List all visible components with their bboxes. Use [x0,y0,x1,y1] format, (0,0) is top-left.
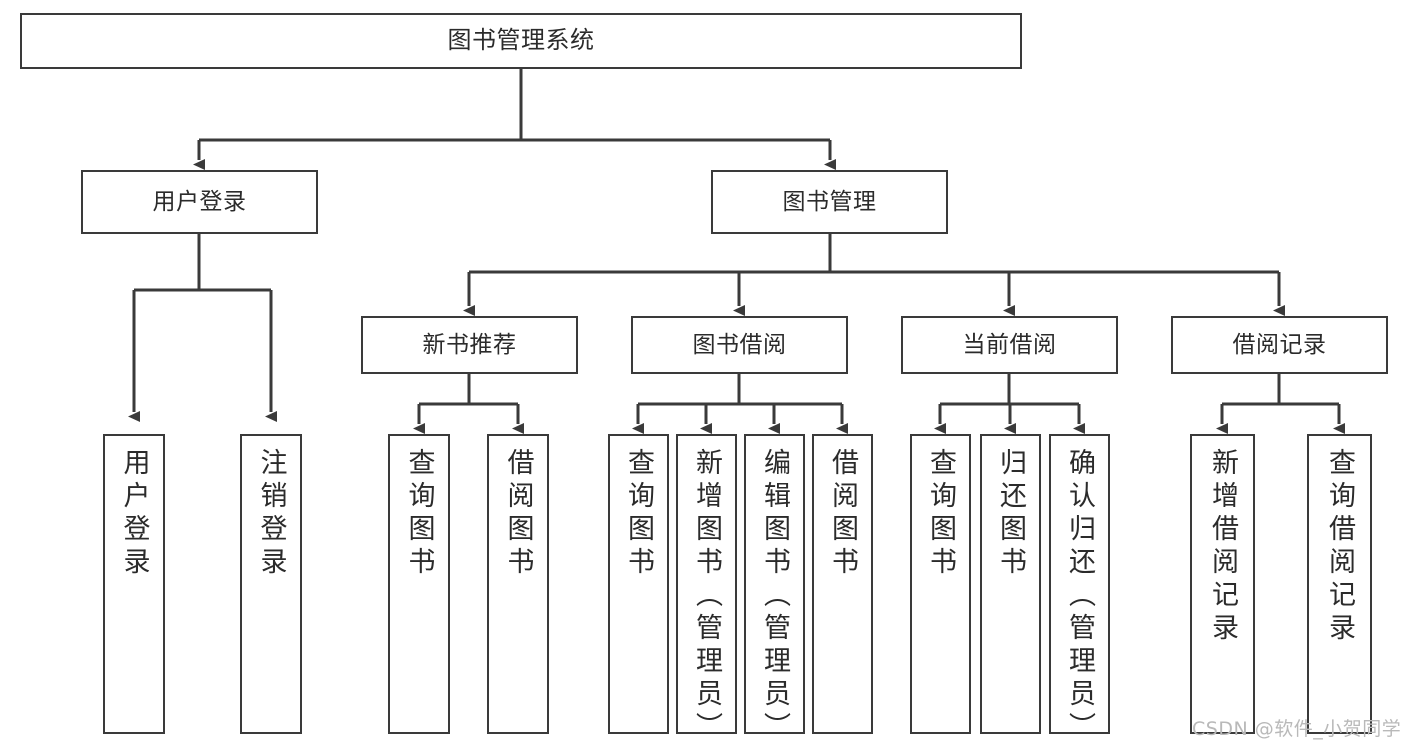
node-label: 查询图书 [403,448,435,580]
node-label: 当前借阅 [962,331,1057,358]
leaf-return-books[interactable]: 归还图书 [980,434,1041,734]
node-label: 查询图书 [623,448,654,580]
leaf-query-books-borrowing[interactable]: 查询图书 [608,434,669,734]
node-label: 新增图书（管理员） [691,448,722,734]
leaf-query-borrow-record[interactable]: 查询借阅记录 [1307,434,1372,734]
node-book-borrowing[interactable]: 图书借阅 [631,316,848,374]
leaf-edit-book-admin[interactable]: 编辑图书（管理员） [744,434,805,734]
leaf-add-borrow-record[interactable]: 新增借阅记录 [1190,434,1255,734]
node-new-book-recommendation[interactable]: 新书推荐 [361,316,578,374]
node-label: 图书借阅 [692,331,787,358]
node-label: 借阅图书 [502,448,534,580]
leaf-confirm-return-admin[interactable]: 确认归还（管理员） [1049,434,1110,734]
leaf-user-login[interactable]: 用户登录 [103,434,165,734]
node-label: 借阅图书 [827,448,858,580]
node-label: 归还图书 [995,448,1026,580]
node-label: 用户登录 [118,448,150,580]
node-label: 新增借阅记录 [1207,448,1238,646]
leaf-query-books-newbooks[interactable]: 查询图书 [388,434,450,734]
node-label: 借阅记录 [1232,331,1327,358]
node-label: 新书推荐 [422,331,517,358]
leaf-borrow-books-borrowing[interactable]: 借阅图书 [812,434,873,734]
node-label: 图书管理 [782,188,877,215]
node-label: 图书管理系统 [447,26,595,55]
leaf-query-books-current[interactable]: 查询图书 [910,434,971,734]
node-label: 用户登录 [152,188,247,215]
node-label: 编辑图书（管理员） [759,448,790,734]
leaf-borrow-books-newbooks[interactable]: 借阅图书 [487,434,549,734]
node-root-book-management-system[interactable]: 图书管理系统 [20,13,1022,69]
node-current-borrowing[interactable]: 当前借阅 [901,316,1118,374]
node-label: 查询图书 [925,448,956,580]
node-label: 确认归还（管理员） [1064,448,1095,734]
node-label: 查询借阅记录 [1324,448,1355,646]
node-user-login[interactable]: 用户登录 [81,170,318,234]
node-book-management[interactable]: 图书管理 [711,170,948,234]
node-label: 注销登录 [255,448,287,580]
node-borrow-records[interactable]: 借阅记录 [1171,316,1388,374]
leaf-add-book-admin[interactable]: 新增图书（管理员） [676,434,737,734]
leaf-user-logout[interactable]: 注销登录 [240,434,302,734]
